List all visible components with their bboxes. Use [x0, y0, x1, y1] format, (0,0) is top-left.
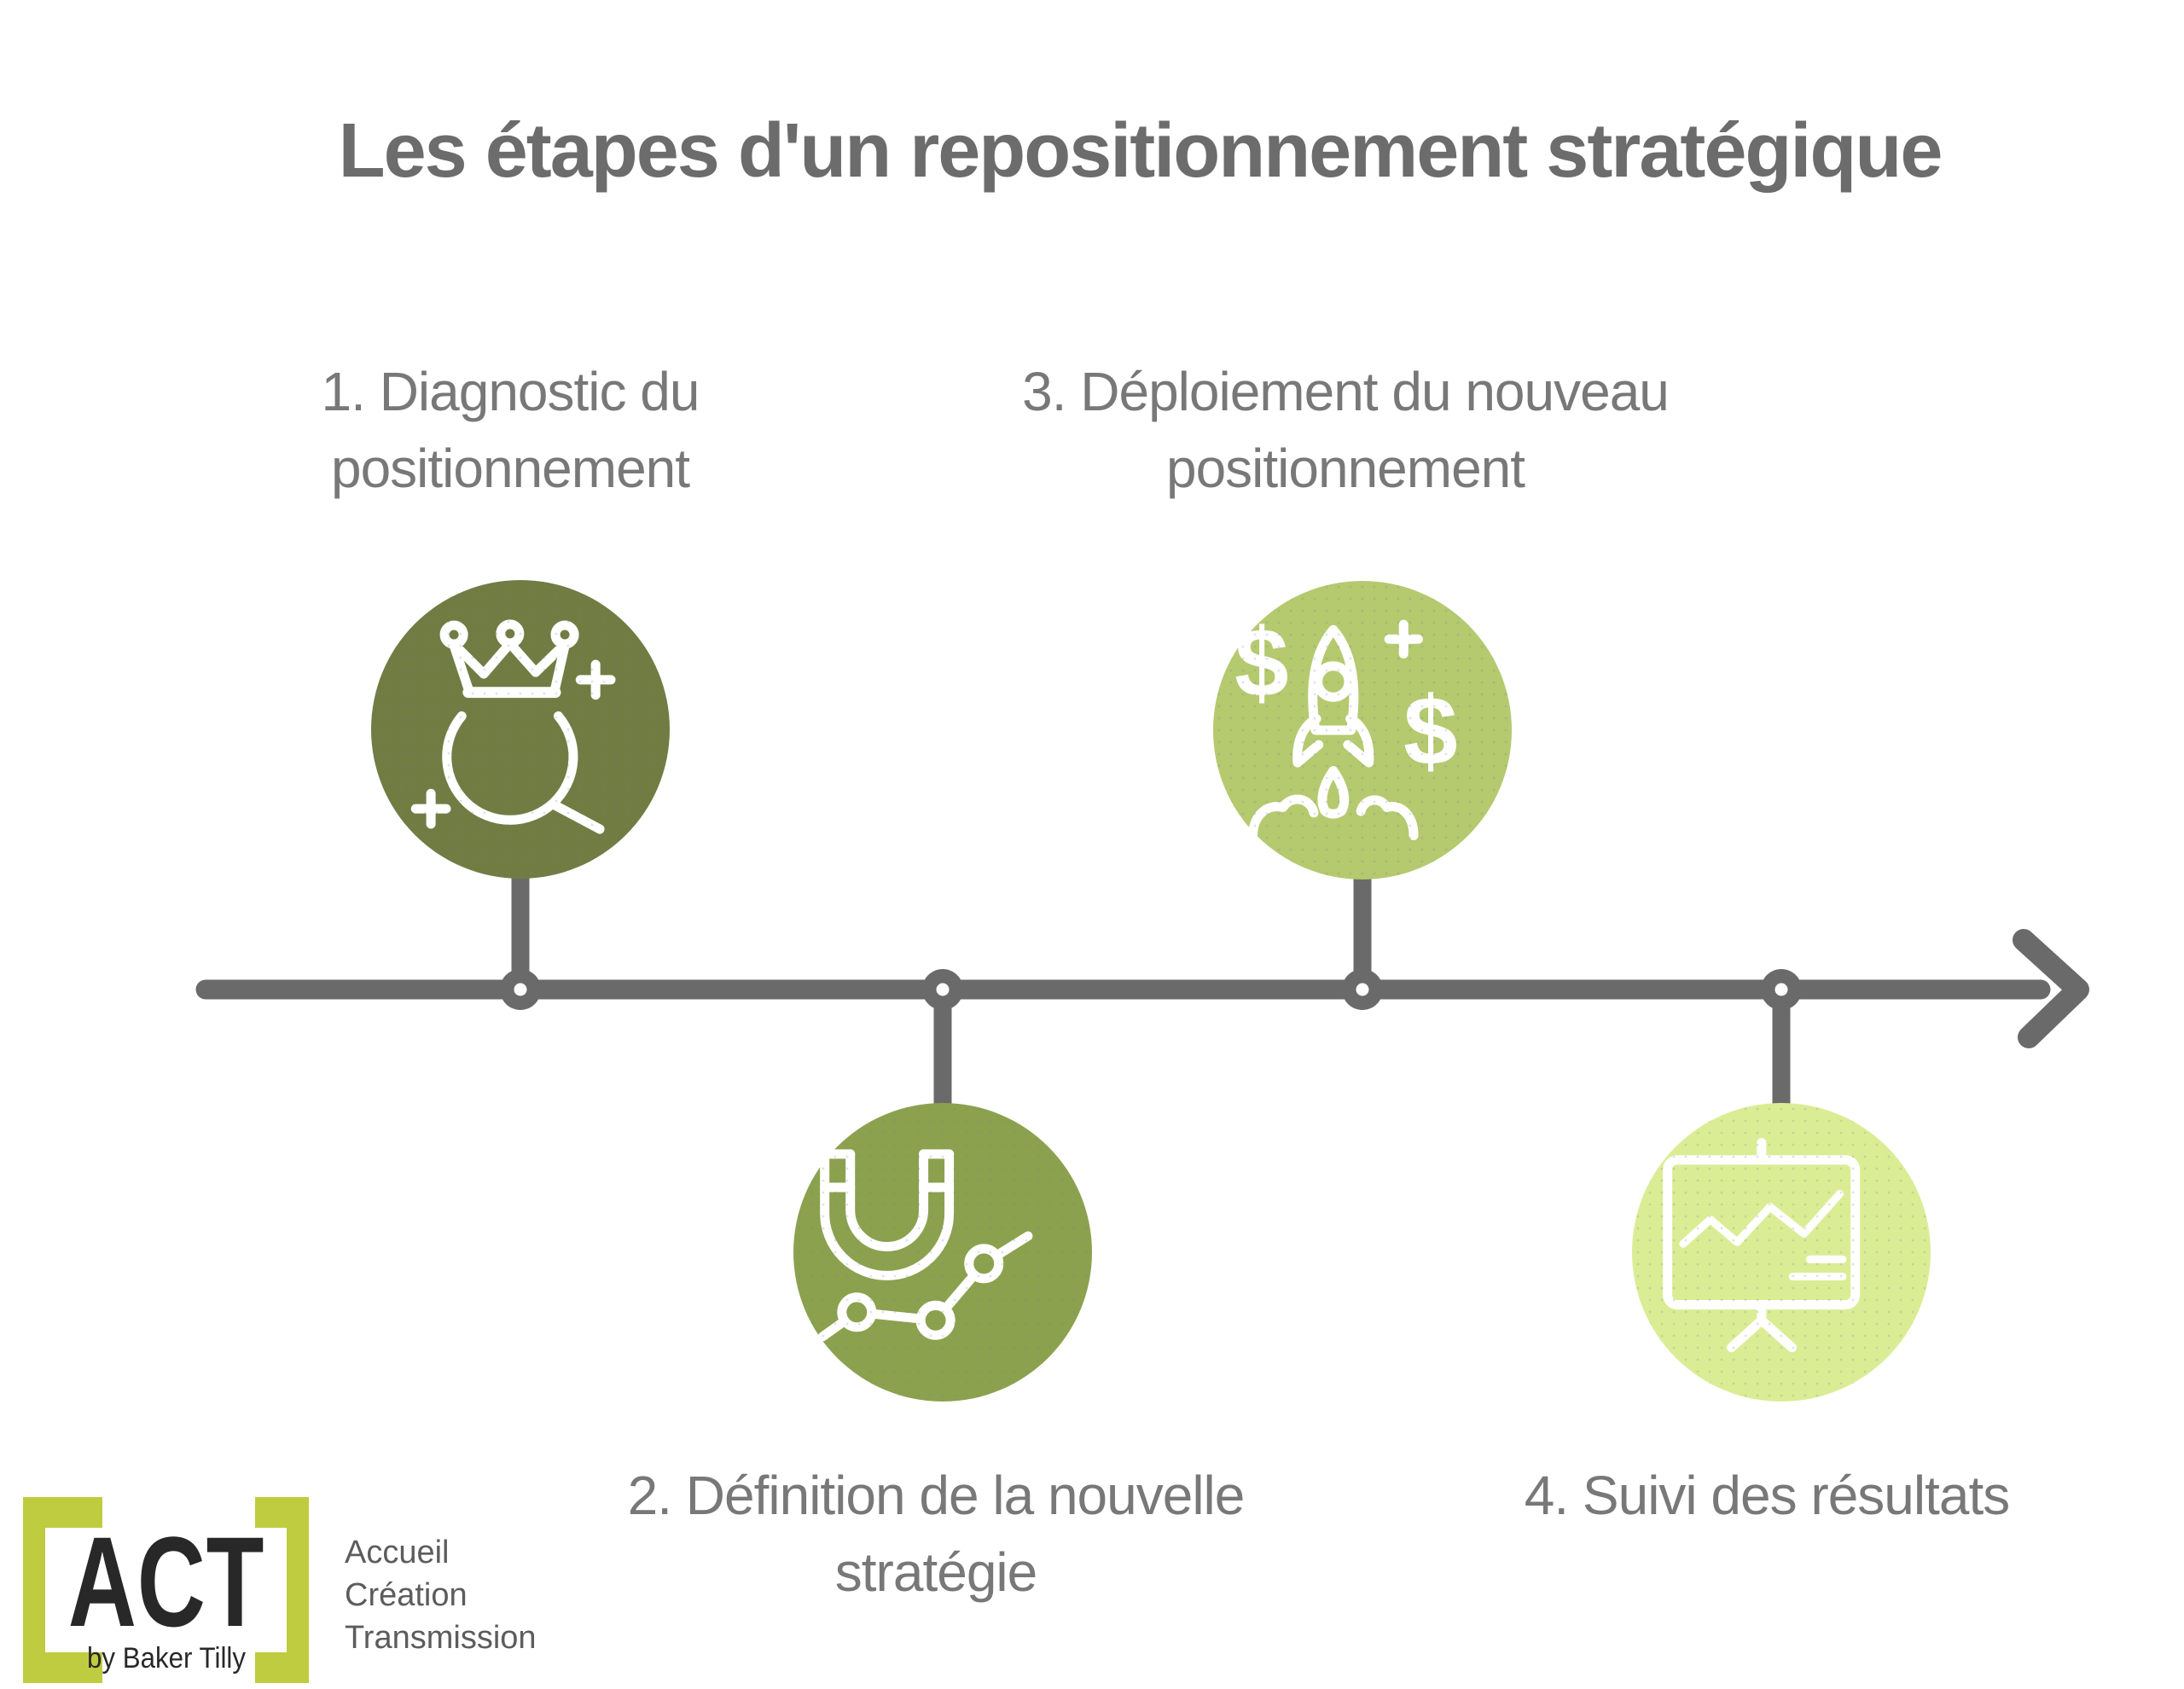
step-label-4: 4. Suivi des résultats [1525, 1457, 2010, 1534]
junction-dot-1 [500, 969, 541, 1010]
dollar-sign-right: $ [1403, 677, 1457, 786]
step-circle-1 [371, 580, 670, 879]
step-label-1-line-2: positionnement [330, 438, 690, 499]
junction-dot-2 [922, 969, 963, 1010]
step-label-3-line-1: 3. Déploiement du nouveau [1022, 361, 1670, 422]
step-label-2-line-1: 2. Définition de la nouvelle [627, 1465, 1246, 1526]
act-logo-bracket-right-icon [255, 1497, 309, 1683]
step-circle-2 [793, 1103, 1092, 1402]
step-circle-4 [1632, 1103, 1931, 1402]
step-label-1-line-1: 1. Diagnostic du [321, 361, 700, 422]
crown-magnifier-icon [410, 619, 616, 834]
step-label-3-line-2: positionnement [1165, 438, 1525, 499]
magnet-growth-chart-icon [817, 1149, 1033, 1342]
step-circle-3: $ $ [1213, 581, 1512, 879]
step-label-3: 3. Déploiement du nouveau positionnement [1022, 353, 1670, 507]
act-logo-tagline-line-1: Accueil [345, 1535, 450, 1570]
step-label-2-line-2: stratégie [834, 1541, 1037, 1603]
act-logo-tagline: Accueil Création Transmission [345, 1531, 537, 1659]
act-logo-byline: by Baker Tilly [86, 1642, 247, 1674]
rocket-launch-dollars-icon: $ $ [1234, 609, 1458, 841]
step-label-4-line-1: 4. Suivi des résultats [1524, 1465, 2010, 1526]
dollar-sign-left: $ [1234, 609, 1288, 717]
act-logo: ACT by Baker Tilly Accueil Création Tran… [23, 1497, 569, 1689]
junction-dot-3 [1342, 969, 1383, 1010]
presentation-board-icon [1663, 1138, 1861, 1353]
act-logo-bracket-left-icon [23, 1497, 102, 1683]
timeline-arrowhead-icon [2013, 929, 2089, 1048]
step-label-1: 1. Diagnostic du positionnement [322, 353, 700, 507]
junction-dot-4 [1761, 969, 1802, 1010]
step-label-2: 2. Définition de la nouvelle stratégie [627, 1457, 1246, 1611]
page-title: Les étapes d'un repositionnement stratég… [338, 108, 1943, 194]
act-logo-text: ACT [67, 1510, 265, 1653]
act-logo-tagline-line-3: Transmission [345, 1620, 537, 1656]
act-logo-tagline-line-2: Création [345, 1577, 468, 1613]
